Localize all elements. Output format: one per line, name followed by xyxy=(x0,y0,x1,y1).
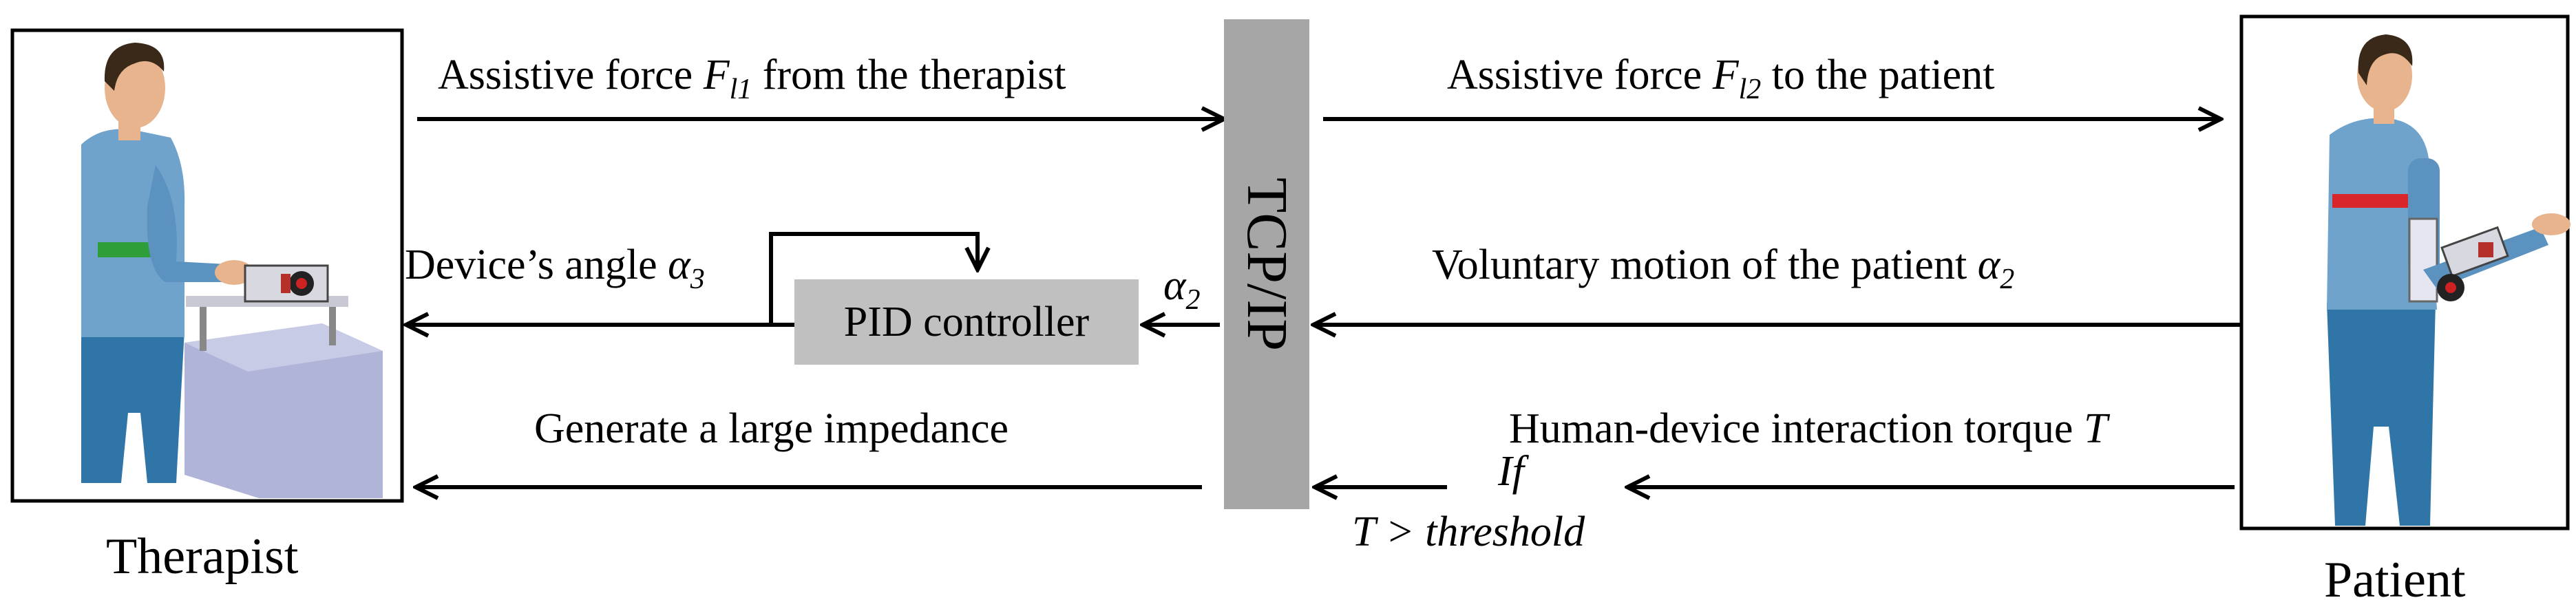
therapist-frame xyxy=(10,28,404,503)
label-device-angle: Device’s angle α3 xyxy=(405,242,705,295)
patient-hand xyxy=(2532,213,2570,235)
label-assist-to-patient: Assistive force Fl2 to the patient xyxy=(1447,52,1995,105)
label-alpha2: α2 xyxy=(1163,262,1201,316)
feedback-loop xyxy=(769,232,978,325)
caption-patient: Patient xyxy=(2324,552,2466,608)
patient-legs xyxy=(2327,303,2436,526)
therapist-device xyxy=(244,264,329,303)
therapist-band xyxy=(98,242,158,257)
pid-controller-label: PID controller xyxy=(843,299,1090,345)
label-condition-threshold: T > threshold xyxy=(1352,508,1585,555)
patient-brace xyxy=(2408,217,2438,303)
label-assist-from-therapist: Assistive force Fl1 from the therapist xyxy=(438,52,1066,105)
therapist-hair xyxy=(104,43,165,91)
tcp-ip-label: TCP/IP xyxy=(1235,177,1299,352)
pid-controller-box: PID controller xyxy=(794,279,1139,365)
therapist-table xyxy=(184,296,383,498)
therapist-arm xyxy=(147,165,230,282)
patient-hair xyxy=(2358,34,2413,85)
tcp-ip-box xyxy=(1224,19,1309,509)
label-condition-if: If xyxy=(1498,448,1524,495)
patient-band xyxy=(2332,194,2426,208)
label-impedance: Generate a large impedance xyxy=(534,405,1009,452)
caption-therapist: Therapist xyxy=(106,528,299,585)
patient-forearm-device xyxy=(2423,226,2548,301)
therapist-legs xyxy=(81,330,184,483)
label-voluntary-motion: Voluntary motion of the patient α2 xyxy=(1432,242,2015,295)
patient-frame xyxy=(2239,14,2570,530)
therapist-hand xyxy=(215,260,253,285)
label-interaction-torque: Human-device interaction torque T xyxy=(1509,405,2108,452)
